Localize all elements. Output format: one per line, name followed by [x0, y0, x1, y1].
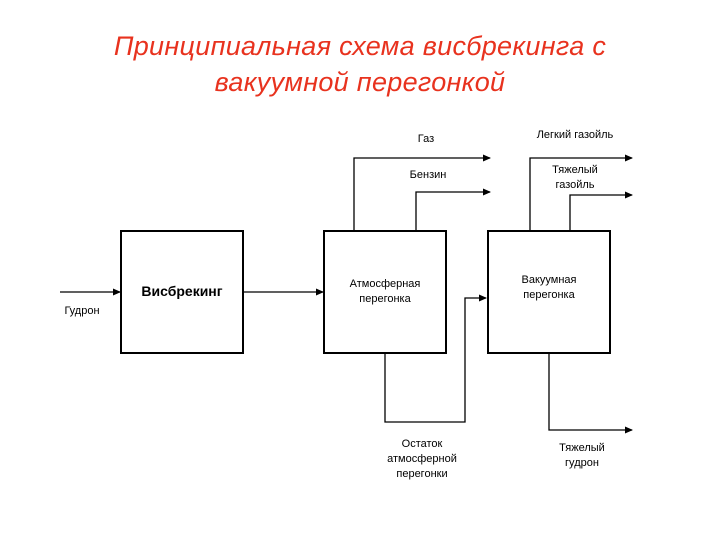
heavy-gasoil-label-line-2: газойль — [555, 179, 594, 191]
title-line-2: вакуумной перегонкой — [214, 67, 506, 97]
light-gasoil-label: Легкий газойль — [537, 129, 614, 141]
vacuum-label-line-2: перегонка — [523, 289, 575, 301]
light-gasoil-arrow — [529, 154, 633, 231]
gas-label: Газ — [418, 133, 434, 145]
atm-residue-label-line-2: атмосферной — [387, 453, 457, 465]
atm-residue-line — [384, 294, 487, 423]
gasoline-arrow — [415, 188, 491, 231]
heavy-tar-label-line-1: Тяжелый — [559, 442, 605, 454]
feed-label: Гудрон — [64, 305, 99, 317]
atmospheric-label-line-2: перегонка — [359, 293, 411, 305]
atm-residue-label-line-1: Остаток — [402, 438, 443, 450]
visbreaking-label: Висбрекинг — [141, 283, 222, 299]
title-line-1: Принципиальная схема висбрекинга с — [113, 31, 607, 61]
atmospheric-label-line-1: Атмосферная — [350, 278, 421, 290]
heavy-gasoil-arrow — [569, 191, 633, 231]
vacuum-label-line-1: Вакуумная — [522, 274, 577, 286]
page-title: Принципиальная схема висбрекинга с вакуу… — [0, 28, 720, 100]
gasoline-label: Бензин — [410, 169, 447, 181]
atm-residue-label-line-3: перегонки — [396, 468, 447, 480]
atmospheric-distillation-block — [323, 230, 447, 354]
heavy-gasoil-label-line-1: Тяжелый — [552, 164, 598, 176]
heavy-tar-arrow — [548, 353, 633, 434]
gas-arrow — [353, 154, 491, 231]
heavy-tar-label-line-2: гудрон — [565, 457, 599, 469]
